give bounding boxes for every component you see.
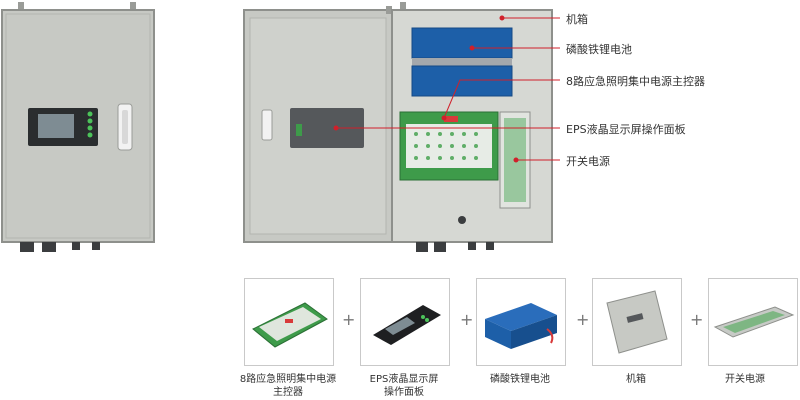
- caption-battery: 磷酸铁锂电池: [490, 374, 550, 385]
- battery-pack-icon: [485, 303, 557, 349]
- thumb-cabinet: [592, 278, 682, 366]
- battery-block: [411, 27, 513, 59]
- plus-sign: +: [342, 310, 356, 329]
- caption-psu: 开关电源: [725, 374, 765, 385]
- callout-psu: 开关电源: [566, 155, 610, 168]
- pcb-board-icon: [252, 302, 328, 348]
- plus-sign: +: [690, 310, 704, 329]
- callout-lcd-panel: EPS液晶显示屏操作面板: [566, 123, 686, 136]
- callout-controller: 8路应急照明集中电源主控器: [566, 75, 705, 88]
- callout-battery: 磷酸铁锂电池: [566, 43, 632, 56]
- thumb-controller: [244, 278, 334, 366]
- lcd-panel-back: [290, 108, 364, 148]
- caption-controller: 8路应急照明集中电源 主控器: [239, 374, 337, 398]
- lcd-panel-icon: [373, 305, 441, 345]
- callout-cabinet: 机箱: [566, 13, 588, 26]
- thumb-lcd-panel: [360, 278, 450, 366]
- switching-psu-icon: [713, 306, 795, 338]
- thumb-psu: [708, 278, 798, 366]
- thumb-battery: [476, 278, 566, 366]
- caption-lcd-panel: EPS液晶显示屏 操作面板: [369, 374, 439, 398]
- open-cabinet-diagram: [240, 0, 560, 262]
- closed-cabinet: [0, 0, 160, 260]
- caption-cabinet: 机箱: [626, 374, 646, 385]
- plus-sign: +: [460, 310, 474, 329]
- cabinet-icon: [606, 290, 668, 354]
- plus-sign: +: [576, 310, 590, 329]
